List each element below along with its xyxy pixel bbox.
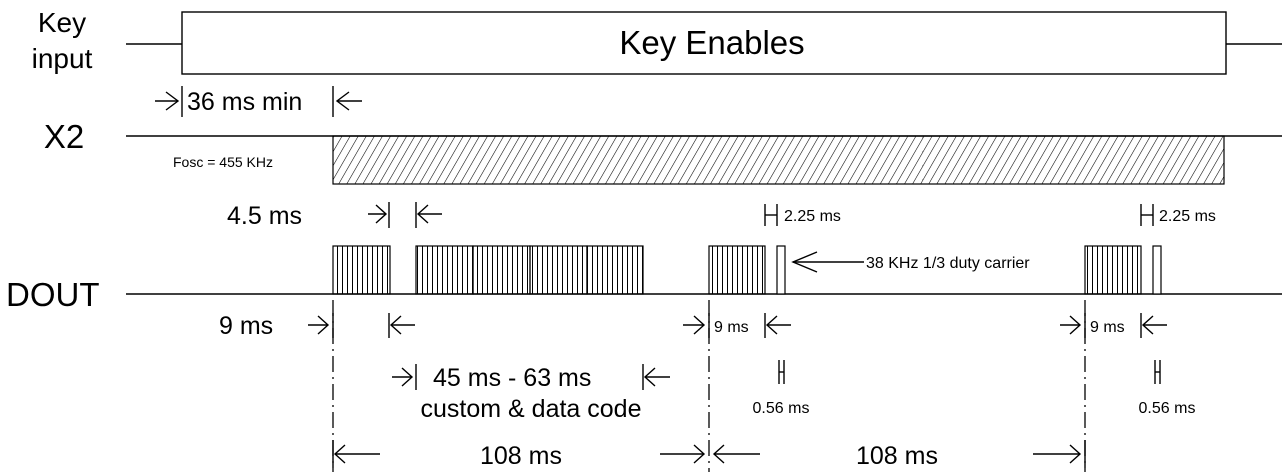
data-burst-3: [529, 245, 588, 295]
key-input-label-line1: Key: [38, 7, 86, 38]
t9-annotation-b: 9 ms: [683, 313, 791, 338]
x2-label: X2: [44, 118, 84, 155]
x2-oscillation-block: [332, 135, 1225, 185]
key-enables-pulse: [181, 11, 1227, 75]
repeat-leader-burst-1: [708, 245, 766, 295]
t4-5-arrow-left-head: [375, 204, 388, 224]
t4-5-annotation: 4.5 ms: [227, 202, 442, 230]
carrier-label: 38 KHz 1/3 duty carrier: [866, 255, 1030, 272]
t9-b-label: 9 ms: [714, 319, 749, 336]
t36-arrow-left-head: [165, 91, 180, 111]
data-burst-1: [415, 245, 474, 295]
t45-arrow-left-head: [401, 367, 414, 387]
data-burst-4: [586, 245, 644, 295]
t45-63-label: 45 ms - 63 ms: [433, 364, 591, 392]
carrier-callout: 38 KHz 1/3 duty carrier: [791, 251, 1030, 273]
t056-a-label: 0.56 ms: [753, 400, 810, 417]
t2-25-annotation-b: 2.25 ms: [1140, 204, 1216, 226]
code-label: custom & data code: [421, 395, 642, 423]
repeat-stop-pulse-2: [1152, 245, 1162, 295]
t108-annotation-b: 108 ms: [712, 440, 1086, 470]
t9-b-arrow-left-head: [693, 315, 706, 335]
t4-5-label: 4.5 ms: [227, 202, 302, 230]
t2-25-annotation-a: 2.25 ms: [764, 204, 841, 226]
repeat-stop-pulse-1: [776, 245, 786, 295]
t108-annotation-a: 108 ms: [332, 440, 706, 470]
t2-25-b-label: 2.25 ms: [1159, 208, 1216, 225]
t2-25-a-label: 2.25 ms: [784, 208, 841, 225]
t9-a-arrow-left-head: [317, 315, 330, 335]
t36-label: 36 ms min: [187, 88, 302, 116]
fosc-label: Fosc = 455 KHz: [173, 154, 273, 170]
t056-annotation-b: 0.56 ms: [1139, 360, 1196, 417]
leader-burst-1: [332, 245, 391, 295]
t056-annotation-a: 0.56 ms: [753, 360, 810, 417]
t9-c-label: 9 ms: [1090, 319, 1125, 336]
data-burst-2: [472, 245, 531, 295]
dout-label: DOUT: [6, 276, 100, 313]
x2-signal: X2 Fosc = 455 KHz: [44, 118, 1282, 185]
t36-annotation: 36 ms min: [155, 86, 362, 117]
t108-a-arrow-right-head: [693, 444, 706, 464]
t056-b-label: 0.56 ms: [1139, 400, 1196, 417]
t9-a-label: 9 ms: [219, 312, 273, 340]
t108-b-label: 108 ms: [856, 442, 938, 470]
repeat-leader-burst-2: [1084, 245, 1142, 295]
t108-b-arrow-right-head: [1069, 444, 1082, 464]
key-input-signal: Key input Key Enables: [32, 7, 1282, 75]
t45-63-annotation: 45 ms - 63 ms custom & data code: [392, 364, 670, 423]
key-enables-label: Key Enables: [619, 24, 804, 61]
t9-annotation-c: 9 ms: [1060, 313, 1167, 338]
t108-a-label: 108 ms: [480, 442, 562, 470]
dout-signal: DOUT: [6, 245, 1282, 313]
t9-annotation-a: 9 ms: [219, 312, 415, 340]
t9-c-arrow-left-head: [1069, 315, 1082, 335]
key-input-label-line2: input: [32, 43, 93, 74]
